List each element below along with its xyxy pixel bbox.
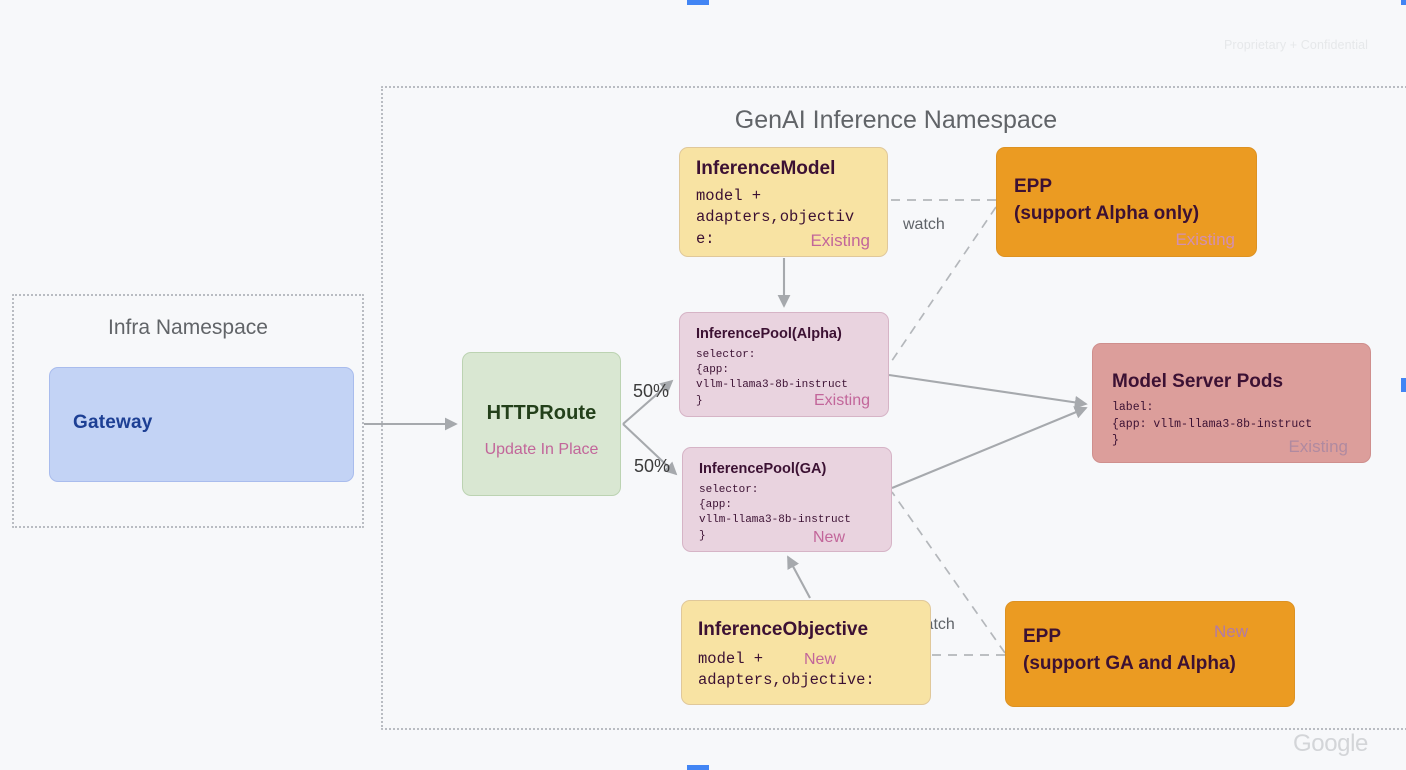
selection-handle-top[interactable] [687, 0, 709, 5]
node-inferenceobjective-badge: New [804, 651, 837, 668]
infra-namespace-title: Infra Namespace [108, 316, 268, 339]
node-epp-alpha-badge: Existing [1175, 230, 1235, 249]
node-inferencemodel[interactable]: InferenceModel model + adapters,objectiv… [679, 147, 888, 257]
node-epp-alpha-title: EPP (support Alpha only) [1014, 176, 1200, 224]
node-inferencepool-alpha-title: InferencePool(Alpha) [696, 326, 842, 342]
node-inferencepool-ga[interactable]: InferencePool(GA) selector: {app: vllm-l… [682, 447, 892, 552]
node-inferenceobjective-title: InferenceObjective [698, 619, 869, 640]
node-inferencepool-ga-body: selector: {app: vllm-llama3-8b-instruct … [699, 484, 851, 542]
node-gateway-title: Gateway [73, 412, 153, 433]
node-inferencepool-alpha-badge: Existing [813, 392, 870, 409]
node-inferencepool-alpha[interactable]: InferencePool(Alpha) selector: {app: vll… [679, 312, 889, 417]
node-model-server-pods-body: label: {app: vllm-llama3-8b-instruct } [1112, 401, 1313, 448]
selection-handle-right[interactable] [1401, 378, 1406, 392]
node-epp-ga-title: EPP (support GA and Alpha) [1023, 626, 1236, 674]
infra-namespace-container: Infra Namespace [12, 294, 364, 528]
node-inferencepool-ga-badge: New [812, 529, 845, 546]
genai-namespace-title: GenAI Inference Namespace [734, 106, 1058, 134]
node-inferencemodel-title: InferenceModel [696, 158, 836, 179]
node-inferenceobjective-body: model + adapters,objective: [698, 650, 875, 690]
edge-label-split-bottom: 50% [634, 456, 671, 476]
node-epp-alpha[interactable]: EPP (support Alpha only) Existing [996, 147, 1257, 257]
edge-label-split-top: 50% [633, 381, 670, 401]
node-httproute[interactable]: HTTPRoute Update In Place [462, 352, 621, 496]
node-inferencemodel-body: model + adapters,objectiv e: [696, 187, 855, 248]
node-inferencemodel-badge: Existing [810, 231, 870, 250]
node-inferencepool-alpha-body: selector: {app: vllm-llama3-8b-instruct … [696, 349, 848, 407]
genai-namespace-container: GenAI Inference Namespace [381, 86, 1406, 730]
node-httproute-title: HTTPRoute [486, 402, 597, 424]
node-model-server-pods-badge: Existing [1288, 437, 1348, 456]
node-epp-ga-badge: New [1214, 622, 1249, 641]
node-gateway[interactable]: Gateway [49, 367, 354, 482]
node-inferenceobjective[interactable]: InferenceObjective model + adapters,obje… [681, 600, 931, 705]
confidential-watermark: Proprietary + Confidential [1224, 38, 1368, 52]
node-httproute-subtitle: Update In Place [484, 441, 599, 458]
edge-label-watch-top: watch [903, 216, 945, 233]
node-epp-ga[interactable]: EPP (support GA and Alpha) New [1005, 601, 1295, 707]
selection-handle-top-right[interactable] [1401, 0, 1406, 5]
node-inferencepool-ga-title: InferencePool(GA) [699, 461, 827, 477]
node-model-server-pods-title: Model Server Pods [1112, 371, 1284, 392]
node-model-server-pods[interactable]: Model Server Pods label: {app: vllm-llam… [1092, 343, 1371, 463]
selection-handle-bottom[interactable] [687, 765, 709, 770]
google-logo-watermark: Google [1293, 730, 1368, 757]
